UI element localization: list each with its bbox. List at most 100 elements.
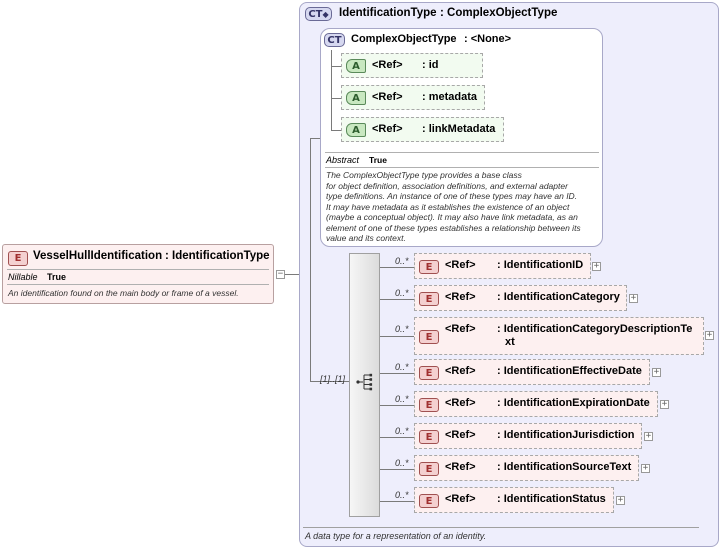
connector-line [310,138,320,139]
occurrence-label: 0..* [395,490,409,500]
occurrence-label: 0..* [395,394,409,404]
attribute-name: : id [422,59,439,71]
complex-type-badge-icon: CT◆ [305,7,332,21]
attribute-ref: <Ref> [372,59,403,71]
element-identification-id[interactable]: E <Ref> : IdentificationID [414,253,591,279]
element-name: : IdentificationExpirationDate [497,397,650,409]
connector-line [285,274,310,275]
occurrence-label: 0..* [395,426,409,436]
collapse-toggle-icon[interactable]: − [276,269,285,279]
element-badge-icon: E [419,494,439,508]
element-name: : IdentificationEffectiveDate [497,365,642,377]
expand-icon[interactable]: + [592,261,601,271]
element-name-continued: xt [505,336,515,348]
element-ref: <Ref> [445,365,476,377]
element-badge-icon: E [419,330,439,344]
expand-icon[interactable]: + [641,463,650,473]
element-identification-effective-date[interactable]: E <Ref> : IdentificationEffectiveDate [414,359,650,385]
sequence-occurrence: [1]..[1] [320,374,346,384]
occurrence-label: 0..* [395,256,409,266]
element-ref: <Ref> [445,493,476,505]
connector-line [380,437,414,438]
element-identification-status[interactable]: E <Ref> : IdentificationStatus [414,487,614,513]
nillable-label: Nillable [8,272,38,282]
element-identification-source-text[interactable]: E <Ref> : IdentificationSourceText [414,455,639,481]
element-identification-category[interactable]: E <Ref> : IdentificationCategory [414,285,627,311]
element-identification-category-description-text[interactable]: E <Ref> : IdentificationCategoryDescript… [414,317,704,355]
element-ref: <Ref> [445,429,476,441]
connector-line [380,501,414,502]
element-ref: <Ref> [445,461,476,473]
attribute-metadata[interactable]: A <Ref> : metadata [341,85,485,110]
element-name: : IdentificationJurisdiction [497,429,635,441]
element-identification-jurisdiction[interactable]: E <Ref> : IdentificationJurisdiction [414,423,642,449]
expand-icon[interactable]: + [652,367,661,377]
occurrence-label: 0..* [395,288,409,298]
root-element-name: VesselHullIdentification [33,250,163,262]
element-name: : IdentificationStatus [497,493,606,505]
expand-icon[interactable]: + [660,399,669,409]
base-type-name: ComplexObjectType [351,33,457,45]
element-badge-icon: E [419,462,439,476]
expand-icon[interactable]: + [644,431,653,441]
root-element-description: An identification found on the main body… [8,288,239,298]
element-badge-icon: E [419,292,439,306]
root-element-type: : IdentificationType [165,250,270,262]
element-name: : IdentificationID [497,259,584,271]
occurrence-label: 0..* [395,458,409,468]
divider [303,527,699,528]
element-badge-icon: E [419,366,439,380]
element-name: : IdentificationCategoryDescriptionTe [497,323,693,335]
connector-line [331,66,343,67]
connector-line [310,381,350,382]
element-name: : IdentificationSourceText [497,461,632,473]
abstract-label: Abstract [326,155,360,165]
connector-line [310,138,311,381]
divider [325,152,599,153]
connector-line [331,130,343,131]
connector-line [331,50,332,130]
connector-line [380,373,414,374]
attribute-ref: <Ref> [372,91,403,103]
element-badge-icon: E [8,251,28,266]
element-badge-icon: E [419,398,439,412]
element-ref: <Ref> [445,291,476,303]
element-name: : IdentificationCategory [497,291,620,303]
element-ref: <Ref> [445,259,476,271]
divider [7,269,269,270]
connector-line [331,98,343,99]
connector-line [380,299,414,300]
element-ref: <Ref> [445,397,476,409]
complex-type-description: A data type for a representation of an i… [305,531,487,541]
connector-line [380,336,414,337]
expand-icon[interactable]: + [705,330,714,340]
attribute-link-metadata[interactable]: A <Ref> : linkMetadata [341,117,504,142]
element-ref: <Ref> [445,323,476,335]
nillable-value: True [47,272,67,282]
connector-line [380,267,414,268]
divider [7,284,269,285]
attribute-id[interactable]: A <Ref> : id [341,53,483,78]
element-identification-expiration-date[interactable]: E <Ref> : IdentificationExpirationDate [414,391,658,417]
attribute-name: : metadata [422,91,478,103]
base-type-description: The ComplexObjectType type provides a ba… [326,170,581,243]
attribute-name: : linkMetadata [422,123,496,135]
attribute-badge-icon: A [346,123,366,137]
occurrence-label: 0..* [395,324,409,334]
expand-icon[interactable]: + [629,293,638,303]
sequence-icon [356,373,373,391]
divider [325,167,599,168]
element-badge-icon: E [419,260,439,274]
complex-type-name: IdentificationType [339,7,437,19]
attribute-ref: <Ref> [372,123,403,135]
attribute-badge-icon: A [346,91,366,105]
base-type-base: : <None> [464,33,512,45]
attribute-badge-icon: A [346,59,366,73]
element-badge-icon: E [419,430,439,444]
abstract-value: True [369,155,387,165]
connector-line [380,469,414,470]
root-element-box[interactable]: E VesselHullIdentification : Identificat… [2,244,274,304]
expand-icon[interactable]: + [616,495,625,505]
complex-type-base: : ComplexObjectType [440,7,558,19]
base-type-badge-icon: CT [324,33,345,47]
